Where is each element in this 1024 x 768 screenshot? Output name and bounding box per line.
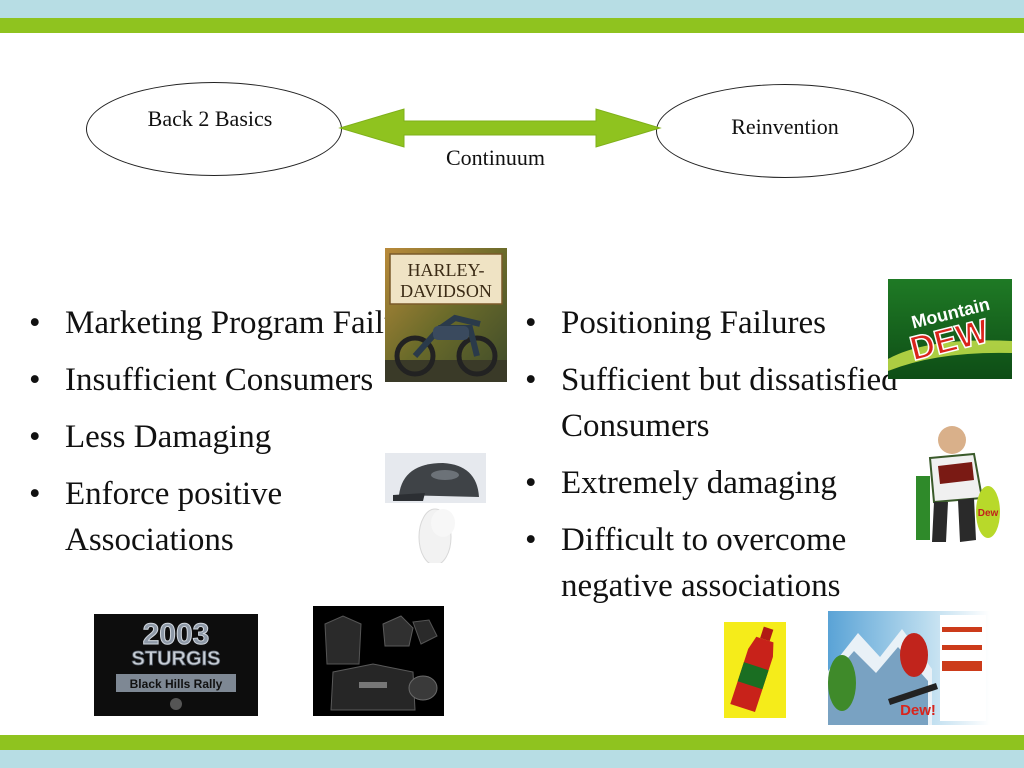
harley-title-line2: DAVIDSON xyxy=(400,281,492,301)
bullet-item: Extremely damaging xyxy=(524,460,944,506)
dew-can-label: Dew xyxy=(978,508,999,519)
top-green-band xyxy=(0,18,1024,33)
continuum-label: Continuum xyxy=(446,145,546,170)
double-arrow-icon xyxy=(338,108,662,148)
sturgis-year: 2003 xyxy=(143,618,210,651)
bullet-item: Sufficient but dissatisfied Consumers xyxy=(524,357,944,449)
bullet-item: Less Damaging xyxy=(28,414,448,460)
hockey-player-promo-image: Dew xyxy=(912,418,1008,552)
bullet-item: Insufficient Consumers xyxy=(28,357,448,403)
top-blue-band xyxy=(0,0,1024,18)
harley-title-line1: HARLEY- xyxy=(408,260,485,280)
bottom-blue-band xyxy=(0,750,1024,768)
sturgis-name: STURGIS xyxy=(132,648,221,670)
code-red-bottle-image xyxy=(724,622,786,718)
sturgis-rally-image: 2003 STURGIS Black Hills Rally xyxy=(94,614,258,716)
helmet-image xyxy=(385,453,486,563)
sturgis-subtitle: Black Hills Rally xyxy=(130,677,223,691)
riding-gear-image xyxy=(313,606,444,716)
bullet-item: Marketing Program Failures xyxy=(28,300,448,346)
mountain-dew-logo-image: Mountain DEW xyxy=(888,279,1012,379)
dew-ad-slogan: Dew! xyxy=(900,702,936,719)
bullet-item: Difficult to overcome negative associati… xyxy=(524,517,944,609)
bullet-item: Positioning Failures xyxy=(524,300,944,346)
left-bullet-list: Marketing Program Failures Insufficient … xyxy=(28,300,448,574)
bullet-item: Enforce positive Associations xyxy=(28,471,448,563)
reinvention-node: Reinvention xyxy=(656,84,914,178)
reinvention-label: Reinvention xyxy=(731,114,839,139)
harley-davidson-book-image: HARLEY- DAVIDSON xyxy=(385,248,507,382)
back-to-basics-label: Back 2 Basics xyxy=(147,106,273,131)
back-to-basics-node: Back 2 Basics xyxy=(86,82,342,176)
dew-snowboard-ad-image: Dew! xyxy=(828,611,990,725)
right-bullet-list: Positioning Failures Sufficient but diss… xyxy=(524,300,944,620)
bottom-green-band xyxy=(0,735,1024,750)
